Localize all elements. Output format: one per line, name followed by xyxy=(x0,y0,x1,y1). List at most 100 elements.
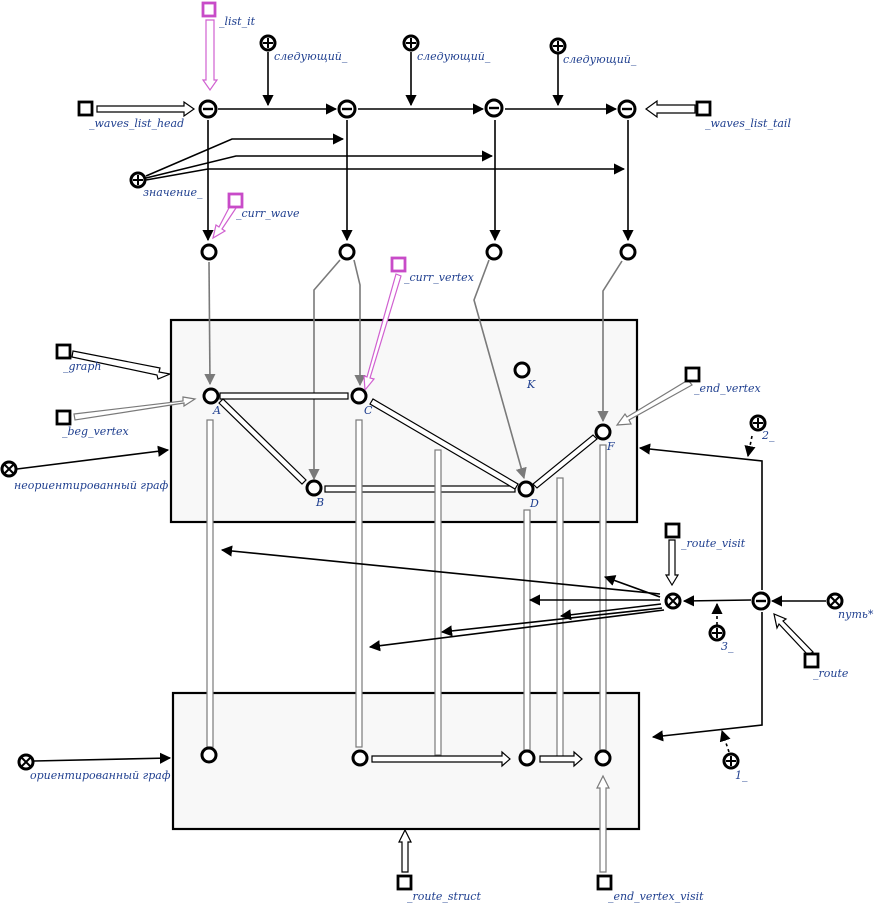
end-vertex-var xyxy=(684,366,701,383)
vertex-a xyxy=(202,387,220,405)
num1-node xyxy=(722,752,740,770)
vertex-b xyxy=(305,479,323,497)
label-curr-vertex: _curr_vertex xyxy=(404,271,475,284)
label-path: путь* xyxy=(838,608,874,621)
label-waves-list-tail: _waves_list_tail xyxy=(705,117,791,130)
value-arc-3 xyxy=(145,163,626,181)
route-arc xyxy=(773,613,814,656)
vertex-c xyxy=(350,387,368,405)
label-end-vertex: _end_vertex xyxy=(694,382,762,395)
label-vertex-a: A xyxy=(212,404,221,417)
label-directed-graph: ориентированный граф xyxy=(30,769,171,782)
struct-arc-f xyxy=(599,444,607,751)
label-route-visit: _route_visit xyxy=(681,537,746,550)
value-arc-2 xyxy=(145,150,494,179)
struct-node-a xyxy=(200,746,218,764)
edge-d-f xyxy=(532,434,598,489)
label-next-3: следующий_ xyxy=(563,53,637,66)
list-item-1 xyxy=(198,99,218,119)
next-node-3 xyxy=(549,37,567,55)
label-graph: _graph xyxy=(63,360,101,373)
graph-var xyxy=(55,343,72,360)
undirected-class-node xyxy=(0,460,18,478)
waves-tail-arc xyxy=(644,99,696,119)
wave4-membership-f xyxy=(597,260,623,423)
struct-node-d xyxy=(518,749,536,767)
edge-a-c xyxy=(219,392,349,400)
wave2-membership-c xyxy=(353,259,366,387)
route-struct-var-arc xyxy=(398,828,412,873)
num2-node xyxy=(749,414,767,432)
label-vertex-f: F xyxy=(606,440,615,453)
vertex-f xyxy=(594,423,612,441)
num1-arc xyxy=(719,729,731,753)
end-vertex-visit-arc xyxy=(596,774,610,873)
route-visit-arc xyxy=(664,539,680,587)
route-visit-node xyxy=(664,592,682,610)
wave1-membership-a xyxy=(204,261,216,386)
label-vertex-b: B xyxy=(315,496,324,509)
route-struct-var xyxy=(396,874,413,891)
route-visit-var xyxy=(664,522,681,539)
edge-a-b xyxy=(218,398,307,485)
list-it-var xyxy=(201,1,217,18)
curr-wave-arc xyxy=(212,203,237,240)
label-next-2: следующий_ xyxy=(417,50,491,63)
visit-arc-a xyxy=(220,545,661,595)
list-item-4 xyxy=(617,99,637,119)
num3-node xyxy=(708,624,726,642)
list-item-2 xyxy=(337,99,357,119)
route-node xyxy=(751,591,771,611)
struct-node-c xyxy=(351,749,369,767)
dir-edge-c-d xyxy=(371,750,511,768)
list-it-arc xyxy=(201,19,219,92)
edge-b-d xyxy=(324,485,516,493)
label-value: значение_ xyxy=(143,186,203,199)
label-num3: 3_ xyxy=(721,640,734,653)
vertex-k xyxy=(513,361,531,379)
visit-arc-cd xyxy=(440,607,663,637)
curr-vertex-arc xyxy=(363,273,402,392)
wave3-membership-d xyxy=(473,259,527,480)
label-num2: 2_ xyxy=(761,429,775,442)
label-beg-vertex: _beg_vertex xyxy=(62,425,130,438)
undirected-class-arc xyxy=(16,445,170,470)
edge-c-d xyxy=(369,398,519,490)
beg-vertex-arc xyxy=(73,396,197,421)
end-vertex-arc xyxy=(615,379,693,426)
next-node-2 xyxy=(402,34,420,52)
dir-edge-d-f xyxy=(539,750,583,768)
label-vertex-c: C xyxy=(364,404,373,417)
end-vertex-visit-var xyxy=(596,874,613,891)
label-waves-list-head: _waves_list_head xyxy=(89,117,184,130)
waves-list-head-var xyxy=(77,100,94,117)
label-list-it: _list_it xyxy=(219,15,256,28)
label-vertex-d: D xyxy=(529,497,539,510)
struct-arc-cd xyxy=(434,449,442,756)
curr-vertex-var xyxy=(390,256,407,273)
struct-arc-a xyxy=(206,419,214,748)
label-next-1: следующий_ xyxy=(274,50,348,63)
graph-arc xyxy=(71,350,173,380)
next-node-1 xyxy=(259,34,277,52)
label-num1: 1_ xyxy=(735,769,748,782)
curr-wave-var xyxy=(227,192,244,209)
value-arc-1 xyxy=(145,133,345,177)
waves-list-tail-var xyxy=(695,100,712,117)
visit-arc-c xyxy=(368,609,665,652)
vertex-d xyxy=(517,480,535,498)
struct-node-f xyxy=(594,749,612,767)
label-curr-wave: _curr_wave xyxy=(236,207,300,220)
path-class-node xyxy=(826,592,844,610)
directed-class-node xyxy=(17,753,35,771)
wave-node-1 xyxy=(200,243,218,261)
list-item-3 xyxy=(484,98,504,118)
waves-head-arc xyxy=(96,100,196,118)
route-struct-arc xyxy=(651,612,763,742)
route-graph-arc xyxy=(638,443,763,590)
label-route-struct: _route_struct xyxy=(407,890,481,903)
label-vertex-k: K xyxy=(526,378,536,391)
wave-node-3 xyxy=(485,243,503,261)
wave2-membership-b xyxy=(308,259,341,481)
